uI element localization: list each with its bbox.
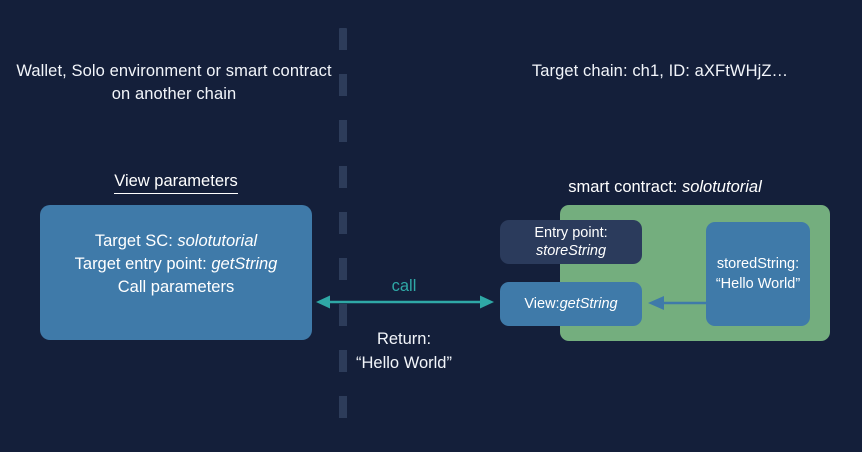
stored-string-label: storedString: (716, 256, 800, 272)
stored-string-box: storedString: “Hello World” (706, 222, 810, 326)
entry-point-box: Entry point: storeString (500, 220, 642, 264)
view-parameters-title-text: View parameters (114, 172, 238, 194)
view-parameters-title: View parameters (40, 172, 312, 194)
stored-string-value: “Hello World” (715, 276, 801, 292)
chain-boundary-divider (339, 28, 347, 428)
target-sc-line: Target SC: solotutorial (95, 230, 257, 253)
target-entry-point-line: Target entry point: getString (75, 253, 278, 276)
view-function-value: getString (559, 296, 618, 312)
smart-contract-title: smart contract: solotutorial (500, 178, 830, 197)
entry-point-value: storeString (535, 243, 607, 259)
view-function-label: View: (524, 296, 560, 312)
target-sc-label: Target SC: (94, 232, 178, 250)
smart-contract-title-value: solotutorial (681, 178, 762, 196)
target-sc-value: solotutorial (177, 232, 258, 250)
call-parameters-line: Call parameters (117, 278, 235, 296)
return-label-line2: “Hello World” (356, 354, 452, 372)
call-label: call (391, 277, 417, 295)
target-entry-point-label: Target entry point: (74, 255, 212, 273)
return-label: Return: “Hello World” (314, 327, 494, 375)
target-entry-point-value: getString (211, 255, 278, 273)
return-label-line1: Return: (376, 330, 432, 348)
read-state-arrow (648, 294, 706, 312)
left-domain-header: Wallet, Solo environment or smart contra… (16, 62, 332, 103)
bidirectional-call-arrow (316, 292, 494, 312)
smart-contract-title-label: smart contract: (568, 178, 682, 196)
entry-point-label: Entry point: (534, 225, 608, 241)
view-parameters-box: Target SC: solotutorial Target entry poi… (40, 205, 312, 340)
right-domain-header: Target chain: ch1, ID: aXFtWHjZ… (531, 62, 789, 80)
view-function-box: View: getString (500, 282, 642, 326)
